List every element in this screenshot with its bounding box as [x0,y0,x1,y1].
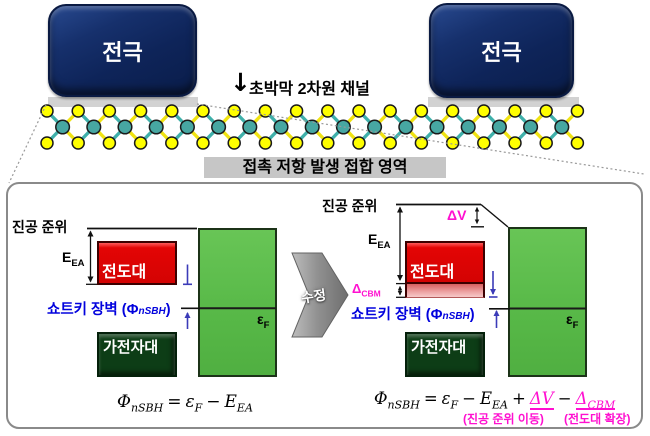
vacuum-level-label-right: 진공 준위 [322,198,378,214]
delta-v-label: ΔV [447,207,467,223]
metal-band-box-right [508,227,587,377]
contact-bar-right [428,97,579,107]
delta-cbm-label: ΔCBM [352,281,381,299]
down-arrow-icon: ↓ [230,68,251,97]
electrode-left-label: 전극 [102,39,143,65]
zoom-line-left [8,104,47,184]
annotation-vacuum-shift: (진공 준위 이동) [463,412,544,426]
eea-label-right: EEA [368,231,391,251]
valence-band-box-right: 가전자대 [405,332,485,377]
junction-region-label-text: 접촉 저항 발생 접합 영역 [242,159,408,176]
channel-label-text: 초박막 2차원 채널 [249,81,370,98]
schottky-label-right: 쇼트키 장벽 (ΦnSBH) [351,307,475,323]
electrode-right-label: 전극 [481,39,522,65]
formula-left: ΦnSBH=εF−EEA [117,392,253,415]
annotation-cbm-expansion: (전도대 확장) [564,412,631,426]
junction-region-label: 접촉 저항 발생 접합 영역 [204,157,446,178]
conduction-band-label-left: 전도대 [102,264,147,281]
cbm-extension-box [405,284,485,298]
conduction-band-label-right: 전도대 [410,264,455,281]
eea-label-left: EEA [62,249,85,269]
fermi-label-left: εF [257,311,270,331]
valence-band-label-right: 가전자대 [411,339,467,356]
fermi-label-right: εF [566,311,579,331]
vacuum-level-label-left: 진공 준위 [12,219,68,235]
valence-band-label-left: 가전자대 [103,339,159,356]
electrode-left: 전극 [48,4,197,97]
conduction-band-box-right: 전도대 [405,241,485,284]
schottky-label-left: 쇼트키 장벽 (ΦnSBH) [47,302,171,318]
modify-arrow-label: 수정 [300,287,327,306]
contact-bar-left [48,97,198,107]
formula-right: ΦnSBH=εF−EEA+ΔV−ΔCBM [374,389,616,412]
conduction-band-box-left: 전도대 [97,241,177,285]
valence-band-box-left: 가전자대 [97,332,177,377]
electrode-right: 전극 [429,3,574,98]
metal-band-box-left [198,228,277,377]
